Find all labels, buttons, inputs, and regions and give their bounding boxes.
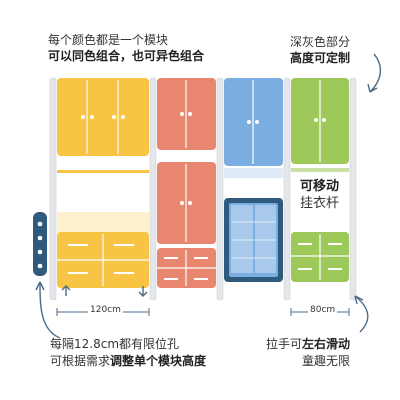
callout-handle-line1: 拉手可左右滑动 — [266, 337, 351, 352]
callout-holes-line2-bold: 调整单个模块高度 — [110, 354, 207, 368]
up-arrow-icon — [61, 285, 71, 296]
callout-handle-line2: 童趣无限 — [302, 354, 351, 368]
callout-height-line1: 深灰色部分 — [290, 35, 351, 49]
down-arrow-icon — [138, 286, 148, 297]
curved-arrow-icon — [367, 53, 381, 93]
callout-height-line2: 高度可定制 — [290, 51, 351, 65]
callout-rail-line2: 挂衣杆 — [300, 196, 340, 211]
callout-handle-line1-prefix: 拉手可 — [266, 337, 303, 351]
blue-module — [224, 78, 283, 282]
callout-holes-line2: 可根据需求调整单个模块高度 — [50, 354, 207, 369]
callout-handle-line1-bold: 左右滑动 — [302, 337, 351, 351]
callout-modules-line1: 每个颜色都是一个模块 — [48, 33, 169, 47]
frame-posts — [49, 77, 357, 301]
callout-rail-line1: 可移动 — [300, 179, 340, 194]
orange-module — [157, 78, 216, 288]
callout-holes-line2-prefix: 可根据需求 — [50, 354, 111, 368]
callout-modules-line2: 可以同色组合，也可异色组合 — [48, 49, 205, 63]
width-label-right: 80cm — [308, 305, 338, 316]
side-rail — [33, 212, 47, 276]
green-module — [291, 78, 349, 282]
callout-holes-line1: 每隔12.8cm都有限位孔 — [50, 337, 180, 351]
yellow-module — [57, 78, 149, 288]
width-label-left: 120cm — [88, 305, 123, 316]
